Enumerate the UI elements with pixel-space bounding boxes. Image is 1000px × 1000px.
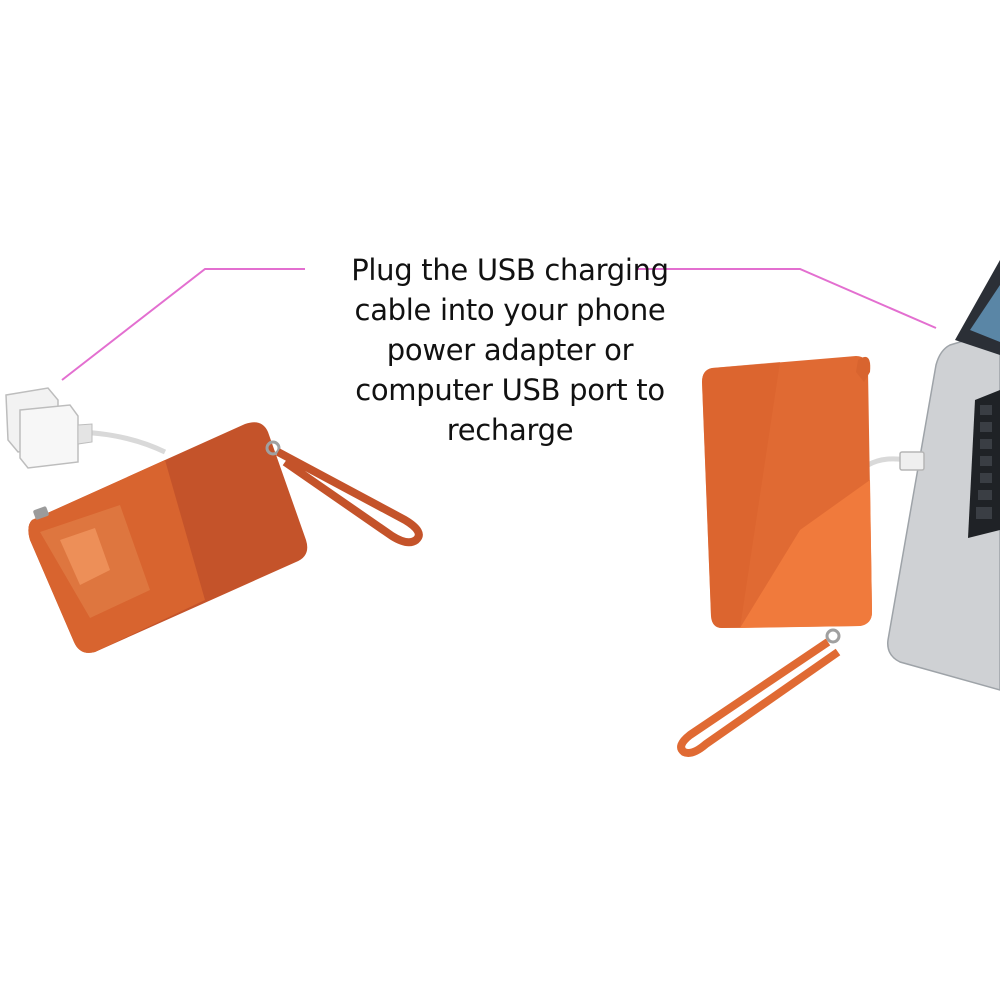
instruction-line-5: recharge	[446, 413, 574, 447]
left-callout-line	[61, 268, 305, 381]
right-wristlet-with-laptop-icon	[677, 260, 1000, 757]
left-wristlet-with-adapter-icon	[5, 387, 423, 653]
instruction-line-3: power adapter or	[386, 333, 634, 367]
right-wristlet-icon	[677, 356, 872, 757]
charging-instruction-text: Plug the USB charging cable into your ph…	[300, 250, 720, 450]
left-wristlet-icon	[28, 422, 423, 653]
instruction-line-2: cable into your phone	[354, 293, 666, 327]
laptop-icon	[887, 260, 1000, 691]
usb-plug	[899, 451, 925, 471]
instruction-line-4: computer USB port to	[355, 373, 665, 407]
right-callout-line	[637, 268, 937, 329]
instruction-line-1: Plug the USB charging	[351, 253, 669, 287]
wall-adapter-icon	[5, 387, 93, 469]
